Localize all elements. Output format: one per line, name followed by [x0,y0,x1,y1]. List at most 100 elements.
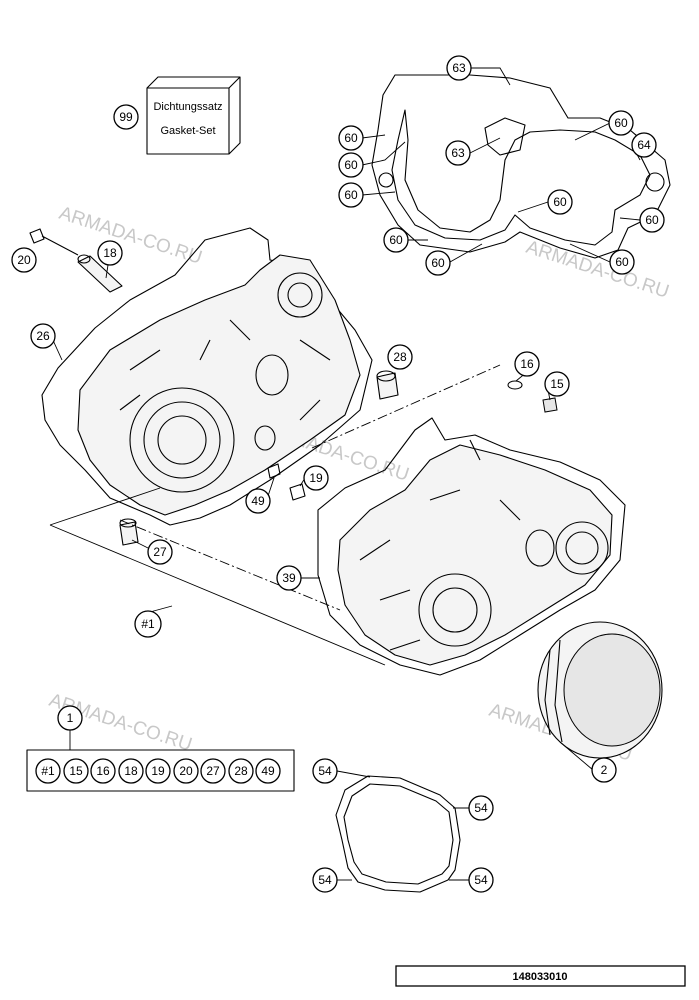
leader-60g [574,122,611,141]
callout-19[interactable]: 19 [303,465,329,491]
left-crankcase-shaft-bore [254,425,276,451]
svg-text:39: 39 [282,571,296,585]
svg-text:60: 60 [615,255,629,269]
left-crankcase-ribs [119,319,331,421]
left-crankcase-body [77,254,361,516]
svg-text:18: 18 [103,246,117,260]
set-item-crankcase[interactable]: #1 [35,758,61,784]
callout-crankcase-assembly[interactable]: #1 [134,610,162,638]
right-crankcase-ribs [359,439,521,651]
svg-text:18: 18 [124,764,138,778]
leader-2 [559,741,594,771]
svg-text:60: 60 [645,213,659,227]
callout-99[interactable]: 99 [113,104,139,130]
reference-number-frame [395,965,686,987]
callout-63-port[interactable]: 63 [445,140,471,166]
left-crankcase-kickstart-housing [277,272,323,318]
callout-28[interactable]: 28 [387,344,413,370]
dowel-18-end [77,254,91,264]
callout-60[interactable]: 60 [425,250,451,276]
left-crankcase-shaft-bore [255,354,289,396]
svg-text:15: 15 [550,377,564,391]
left-crankcase-kickstart-housing-inner [287,282,313,308]
svg-text:60: 60 [344,131,358,145]
svg-text:16: 16 [520,357,534,371]
svg-text:49: 49 [251,494,265,508]
gasket-set-box [146,76,241,155]
leader-60i [569,243,611,263]
screw-15 [542,397,558,413]
callout-54[interactable]: 54 [468,867,494,893]
set-item-27[interactable]: 27 [200,758,226,784]
leader-18 [105,264,109,279]
set-item-28[interactable]: 28 [228,758,254,784]
left-crankcase-bearing-seat [129,387,235,493]
svg-text:49: 49 [261,764,275,778]
ignition-cover-gasket-outer [335,775,461,893]
callout-60[interactable]: 60 [608,110,634,136]
svg-text:20: 20 [179,764,193,778]
crankcase-assembly-bracket [49,487,386,666]
callout-39[interactable]: 39 [276,565,302,591]
leader-49 [267,477,275,497]
svg-text:#1: #1 [41,764,55,778]
callout-16[interactable]: 16 [514,351,540,377]
gasket-set-kit: Dichtungssatz Gasket-Set [146,76,241,155]
callout-60[interactable]: 60 [338,125,364,151]
callout-54[interactable]: 54 [312,758,338,784]
set-item-16[interactable]: 16 [90,758,116,784]
svg-text:54: 54 [474,873,488,887]
callout-27[interactable]: 27 [147,539,173,565]
callout-60[interactable]: 60 [639,207,665,233]
right-crankcase-half [317,417,626,676]
callout-63-top[interactable]: 63 [446,55,472,81]
washer-16 [507,380,523,390]
callout-60[interactable]: 60 [338,152,364,178]
top-gasket [371,74,671,259]
callout-15[interactable]: 15 [544,371,570,397]
callout-54[interactable]: 54 [468,795,494,821]
svg-text:63: 63 [451,146,465,160]
right-crankcase-shaft-bore [525,529,555,567]
svg-text:20: 20 [17,253,31,267]
set-item-15[interactable]: 15 [63,758,89,784]
centerline-crankcase [311,364,501,449]
right-crankcase-gasket-outline [317,417,626,676]
svg-text:63: 63 [452,61,466,75]
set-item-18[interactable]: 18 [118,758,144,784]
set-item-49[interactable]: 49 [255,758,281,784]
set-item-20[interactable]: 20 [173,758,199,784]
leader-60a [361,134,386,139]
leader-60h [619,217,641,221]
ignition-cover [537,621,663,759]
set-item-19[interactable]: 19 [145,758,171,784]
leader-27 [131,539,149,549]
callout-18[interactable]: 18 [97,240,123,266]
callout-60[interactable]: 60 [547,189,573,215]
svg-text:27: 27 [206,764,220,778]
callout-20[interactable]: 20 [11,247,37,273]
callout-1[interactable]: 1 [57,705,83,731]
callout-49[interactable]: 49 [245,488,271,514]
callout-54[interactable]: 54 [312,867,338,893]
right-crankcase-main-bearing-inner [432,587,478,633]
sleeve-27-top [119,518,137,528]
leader-60e [449,243,483,263]
bushing-28-top [376,370,396,382]
leader-63b [469,137,501,154]
callout-26[interactable]: 26 [30,323,56,349]
svg-text:54: 54 [318,764,332,778]
callout-64[interactable]: 64 [631,132,657,158]
svg-text:60: 60 [431,256,445,270]
dowel-49 [267,463,281,479]
svg-text:15: 15 [69,764,83,778]
callout-60[interactable]: 60 [383,227,409,253]
callout-60[interactable]: 60 [609,249,635,275]
callout-2[interactable]: 2 [591,757,617,783]
left-crankcase-half [41,227,373,526]
svg-text:54: 54 [474,801,488,815]
left-crankcase-main-bearing-bore [143,401,221,479]
callout-60[interactable]: 60 [338,182,364,208]
svg-text:60: 60 [344,188,358,202]
